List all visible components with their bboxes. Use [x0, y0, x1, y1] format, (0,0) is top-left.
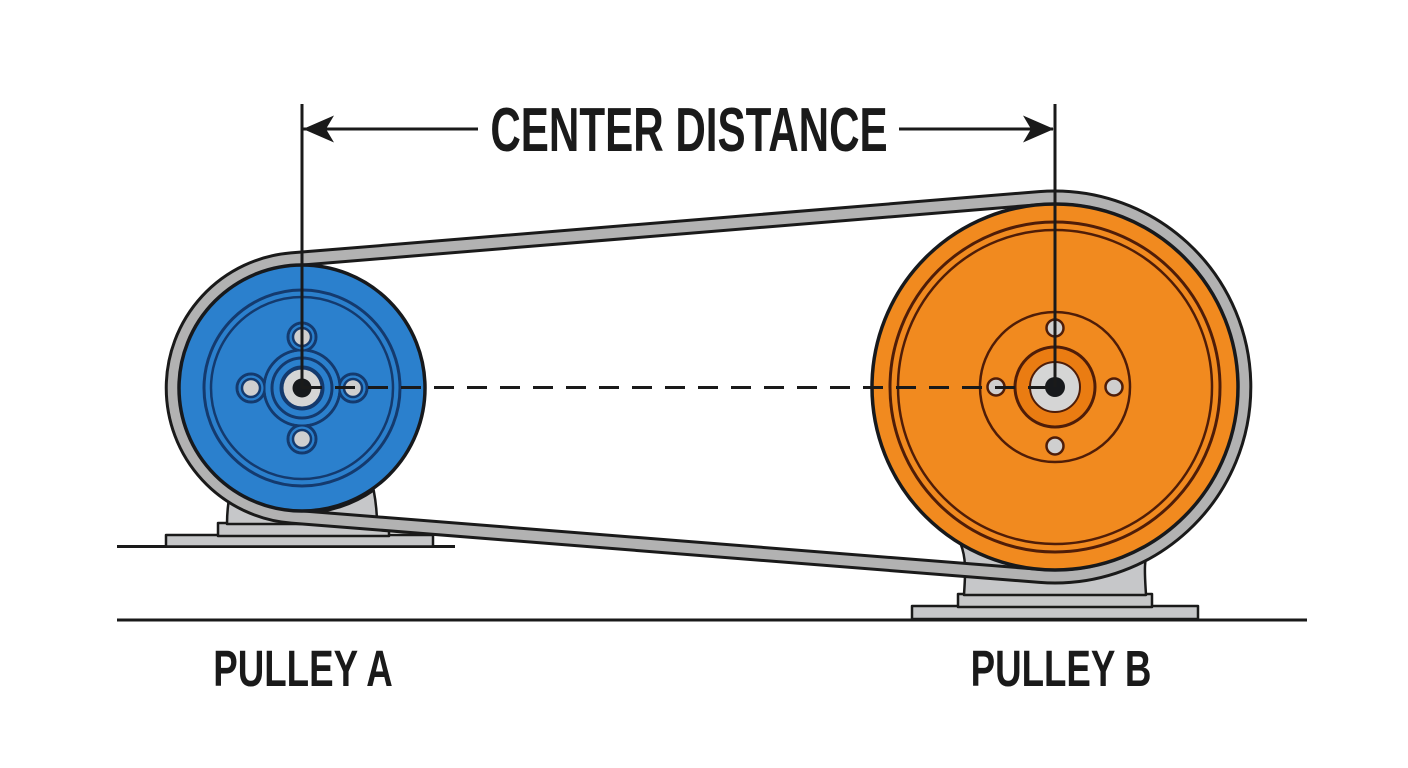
belt-band: [167, 192, 1250, 582]
arrowhead-right-icon: [1023, 115, 1054, 143]
pulley-b-label: PULLEY B: [971, 641, 1152, 697]
dimension-label: CENTER DISTANCE: [490, 96, 887, 165]
pulley-b-stand: [910, 542, 1200, 621]
pulley-b-bolt-right: [1104, 377, 1124, 397]
drive-belt: [164, 189, 1253, 585]
pulley-a-bolt-bottom: [291, 428, 313, 450]
pulley-a-label: PULLEY A: [213, 641, 392, 697]
pulley-b-bolt-bottom: [1045, 436, 1065, 456]
arrowhead-left-icon: [303, 115, 334, 143]
pulley-a-bolt-left: [240, 377, 262, 399]
center-distance-dimension: CENTER DISTANCE: [303, 96, 1054, 165]
